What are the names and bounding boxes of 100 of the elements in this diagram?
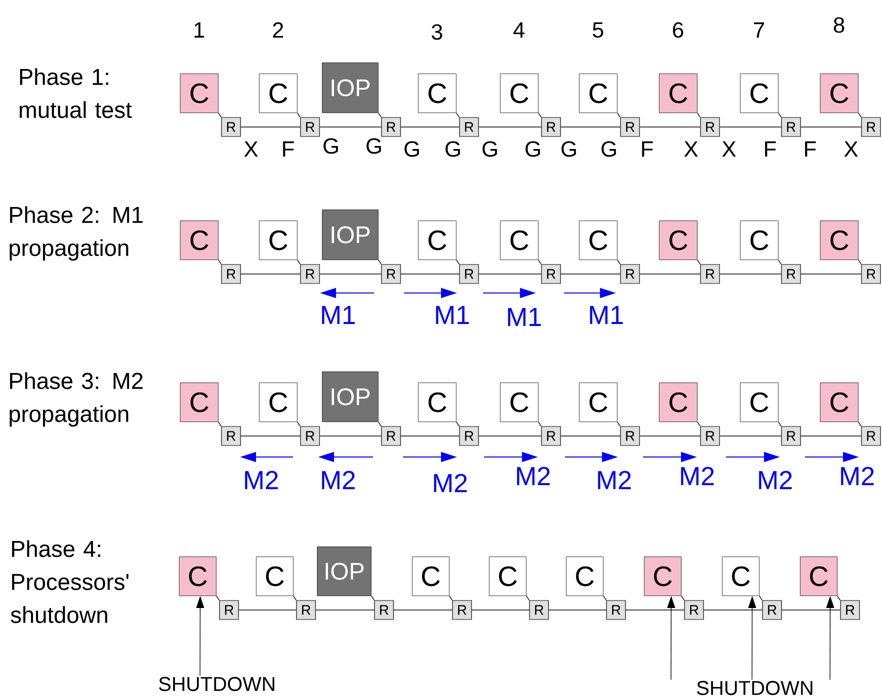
router-box: R bbox=[861, 117, 881, 137]
message-label: M2 bbox=[434, 474, 467, 492]
faulty-processor-box: C bbox=[659, 382, 698, 422]
link-line bbox=[456, 112, 460, 118]
router-box: R bbox=[300, 426, 320, 446]
processor-box: C bbox=[566, 556, 604, 596]
router-box: R bbox=[861, 264, 881, 284]
processor-box: C bbox=[256, 556, 294, 596]
link-line bbox=[218, 112, 222, 118]
test-result: X bbox=[722, 141, 736, 157]
router-box: R bbox=[221, 426, 241, 446]
test-result: F bbox=[283, 141, 294, 157]
faulty-processor-box: C bbox=[180, 220, 218, 260]
message-label: M1 bbox=[590, 306, 623, 324]
router-box: R bbox=[700, 264, 720, 284]
processor-box: C bbox=[418, 220, 456, 260]
test-result: X bbox=[684, 141, 698, 157]
processor-box: C bbox=[259, 220, 298, 260]
router-box: R bbox=[840, 600, 860, 620]
router-box: R bbox=[219, 600, 239, 620]
processor-box: C bbox=[489, 556, 526, 596]
link-line bbox=[719, 126, 782, 128]
link-line bbox=[560, 126, 621, 128]
processor-box: C bbox=[500, 220, 538, 260]
link-line bbox=[617, 112, 621, 118]
processor-box: C bbox=[740, 220, 778, 260]
test-result: G bbox=[404, 141, 419, 157]
phase-label: Phase 1: mutual test bbox=[20, 68, 132, 118]
link-line bbox=[378, 112, 382, 118]
link-line bbox=[617, 422, 621, 427]
link-line bbox=[297, 422, 301, 427]
message-label: M2 bbox=[681, 466, 714, 486]
test-result: F bbox=[642, 141, 653, 157]
test-result: F bbox=[765, 141, 776, 157]
faulty-processor-box: C bbox=[820, 382, 858, 422]
processor-number: 8 bbox=[834, 17, 844, 33]
router-box: R bbox=[700, 117, 720, 137]
link-line bbox=[617, 260, 621, 265]
processor-box: C bbox=[579, 382, 618, 422]
phase-label: Phase 2: M1 propagation bbox=[10, 206, 143, 261]
router-box: R bbox=[781, 426, 801, 446]
iop-box: IOP bbox=[322, 372, 378, 422]
router-box: R bbox=[620, 426, 640, 446]
message-label: M2 bbox=[322, 470, 355, 490]
router-box: R bbox=[606, 600, 626, 620]
phase-label: Phase 4: Processors' shutdown bbox=[10, 540, 128, 624]
router-box: R bbox=[452, 600, 472, 620]
link-line bbox=[216, 596, 220, 601]
link-line bbox=[371, 596, 375, 601]
processor-number: 4 bbox=[513, 22, 524, 38]
router-box: R bbox=[541, 426, 561, 446]
iop-box: IOP bbox=[322, 62, 378, 113]
router-box: R bbox=[459, 264, 479, 284]
link-line bbox=[858, 422, 862, 427]
processor-box: C bbox=[418, 74, 456, 113]
link-line bbox=[378, 422, 382, 427]
message-label: M2 bbox=[245, 470, 278, 490]
processor-number: 2 bbox=[273, 22, 284, 38]
link-line bbox=[800, 126, 862, 128]
router-box: R bbox=[381, 117, 401, 137]
link-line bbox=[778, 260, 782, 265]
iop-box: IOP bbox=[317, 546, 372, 596]
link-line bbox=[681, 596, 685, 601]
link-line bbox=[603, 596, 607, 601]
router-box: R bbox=[300, 264, 320, 284]
link-line bbox=[639, 126, 701, 128]
phase-label: Phase 3: M2 propagation bbox=[10, 372, 143, 427]
message-label: M1 bbox=[322, 306, 355, 324]
faulty-processor-box: C bbox=[180, 74, 218, 113]
shutdown-label: SHUTDOWN bbox=[697, 680, 812, 696]
router-box: R bbox=[529, 600, 549, 620]
processor-number: 3 bbox=[432, 24, 442, 40]
router-box: R bbox=[381, 426, 401, 446]
router-box: R bbox=[296, 600, 316, 620]
test-result: X bbox=[844, 141, 858, 157]
link-line bbox=[319, 126, 382, 128]
link-line bbox=[538, 112, 542, 118]
link-line bbox=[378, 260, 382, 265]
processor-box: C bbox=[412, 556, 450, 596]
router-box: R bbox=[374, 600, 394, 620]
faulty-processor-box: C bbox=[800, 556, 838, 596]
link-line bbox=[478, 126, 542, 128]
link-line bbox=[297, 112, 301, 118]
message-label: M2 bbox=[841, 466, 874, 486]
router-box: R bbox=[381, 264, 401, 284]
test-result: G bbox=[366, 138, 381, 154]
processor-box: C bbox=[500, 382, 538, 422]
link-line bbox=[759, 596, 763, 601]
router-box: R bbox=[541, 117, 561, 137]
router-box: R bbox=[541, 264, 561, 284]
link-line bbox=[456, 422, 460, 427]
link-line bbox=[697, 112, 701, 118]
link-line bbox=[697, 260, 701, 265]
message-label: M2 bbox=[598, 470, 631, 490]
router-box: R bbox=[620, 264, 640, 284]
iop-box: IOP bbox=[322, 210, 378, 260]
processor-number: 7 bbox=[754, 22, 764, 38]
link-line bbox=[697, 422, 701, 427]
faulty-processor-box: C bbox=[180, 382, 218, 422]
processor-number: 6 bbox=[673, 22, 684, 38]
